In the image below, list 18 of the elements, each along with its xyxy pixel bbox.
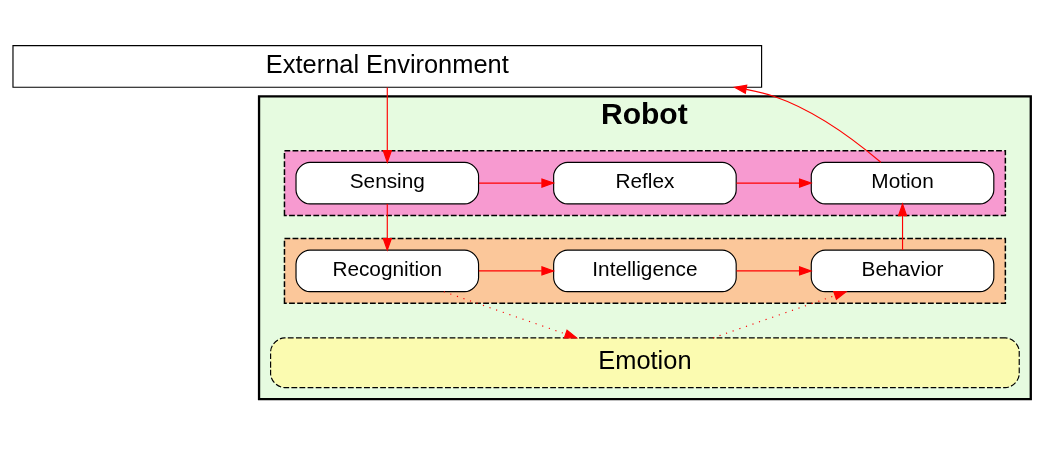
arrow — [382, 203, 393, 252]
arrow — [382, 86, 393, 164]
arrow — [735, 266, 813, 276]
arrow — [478, 266, 556, 276]
arrow — [735, 178, 813, 188]
node-box: Emotion — [270, 337, 1020, 389]
node-box: Reflex — [553, 161, 737, 205]
arrow — [478, 178, 556, 188]
node-box: Intelligence — [553, 249, 737, 293]
node-box: Sensing — [295, 161, 480, 205]
node-box: Motion — [810, 161, 995, 205]
node-box: Recognition — [295, 249, 480, 293]
node-box: Behavior — [810, 249, 995, 293]
arrow — [732, 84, 882, 163]
arrow — [712, 291, 848, 339]
arrow — [897, 202, 908, 251]
arrow — [443, 291, 579, 339]
node-box: External Environment — [12, 45, 763, 88]
